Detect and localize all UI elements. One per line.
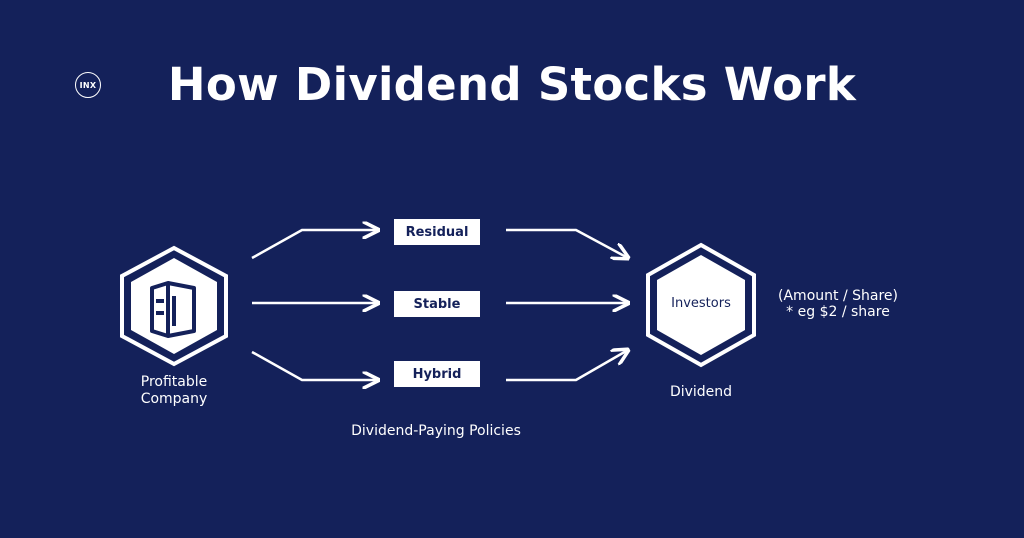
inx-logo: INX [75, 72, 101, 98]
dividend-note-line1: (Amount / Share) [778, 288, 898, 304]
arrow-company-hybrid [251, 350, 378, 380]
investors-hexagon-inner [657, 255, 745, 355]
investors-hexagon-outer [646, 242, 756, 368]
policy-residual: Residual [394, 219, 480, 245]
investors-label: Investors [671, 296, 731, 311]
company-hexagon-outer [120, 245, 228, 367]
arrow-company-residual [251, 230, 378, 260]
company-label-line1: Profitable [140, 374, 208, 390]
arrow-residual-investors [506, 228, 628, 258]
company-label: Profitable Company [114, 374, 234, 408]
policy-stable: Stable [394, 291, 480, 317]
company-label-line2: Company [140, 391, 208, 407]
dividend-note: (Amount / Share) * eg $2 / share [763, 288, 913, 320]
arrow-hybrid-investors [506, 350, 628, 382]
dividend-note-line2: * eg $2 / share [786, 304, 890, 320]
policies-caption: Dividend-Paying Policies [351, 423, 521, 439]
building-icon [150, 281, 196, 338]
investors-caption: Dividend [669, 384, 733, 400]
page-title: How Dividend Stocks Work [167, 58, 857, 111]
logo-text: INX [79, 80, 97, 90]
policy-hybrid: Hybrid [394, 361, 480, 387]
